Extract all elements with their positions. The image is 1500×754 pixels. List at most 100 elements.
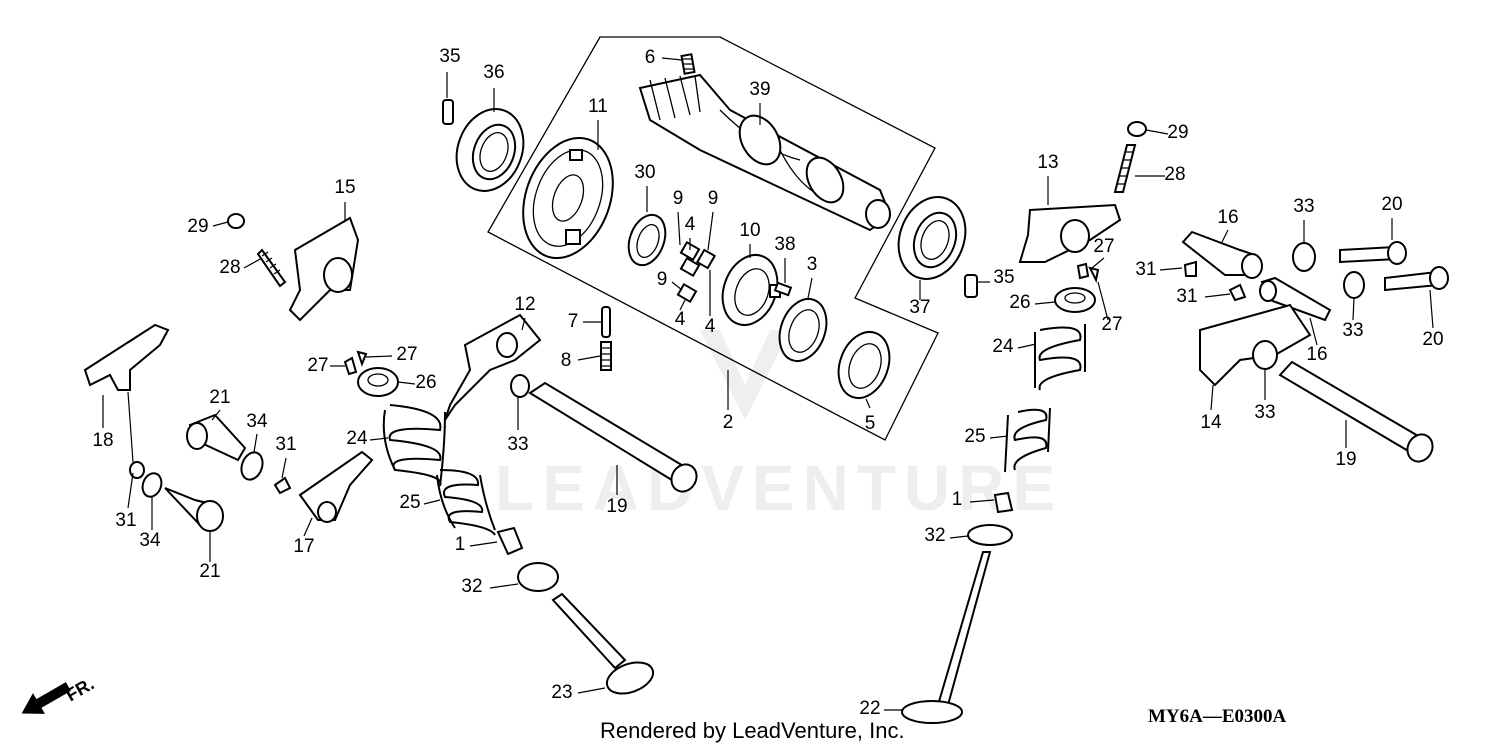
callout-leader-line <box>989 435 1009 439</box>
callout-label[interactable]: 36 <box>483 62 504 83</box>
rocker-arm-16-upper <box>1181 230 1263 279</box>
callout-leader-line <box>469 541 498 547</box>
callout-label[interactable]: 9 <box>708 188 719 209</box>
callout-label[interactable]: 35 <box>439 46 460 67</box>
callout-label[interactable]: 17 <box>293 536 314 557</box>
cam-sprocket-11 <box>522 136 614 260</box>
callout-label[interactable]: 23 <box>551 682 572 703</box>
callout-leader-line <box>865 398 871 409</box>
callout-label[interactable]: 28 <box>219 257 240 278</box>
callout-label[interactable]: 33 <box>1293 196 1314 217</box>
callout-label[interactable]: 31 <box>1135 259 1156 280</box>
callout-label[interactable]: 1 <box>455 534 466 555</box>
callout-label[interactable]: 26 <box>1009 292 1030 313</box>
springs-4-9 <box>676 240 717 304</box>
spring-8 <box>600 341 612 371</box>
callout-leader-line <box>949 535 969 539</box>
callout-label[interactable]: 30 <box>634 162 655 183</box>
callout-label[interactable]: 16 <box>1306 344 1327 365</box>
nut-29-right <box>1127 121 1147 137</box>
rocker-arm-18 <box>83 323 170 391</box>
callout-label[interactable]: 31 <box>275 434 296 455</box>
callout-label[interactable]: 12 <box>514 294 535 315</box>
callout-label[interactable]: 6 <box>645 47 656 68</box>
callout-leader-line <box>1017 343 1037 349</box>
callout-label[interactable]: 1 <box>952 489 963 510</box>
callout-label[interactable]: 19 <box>606 496 627 517</box>
callout-leader-line <box>1145 129 1169 135</box>
callout-label[interactable]: 18 <box>92 430 113 451</box>
callout-label[interactable]: 8 <box>561 350 572 371</box>
callout-label[interactable]: 27 <box>1101 314 1122 335</box>
callout-label[interactable]: 25 <box>399 492 420 513</box>
callout-label[interactable]: 28 <box>1164 164 1185 185</box>
callout-label[interactable]: 4 <box>705 316 716 337</box>
callout-label[interactable]: 5 <box>865 413 876 434</box>
callout-label[interactable]: 14 <box>1200 412 1222 433</box>
callout-label[interactable]: 4 <box>675 309 686 330</box>
callout-label[interactable]: 33 <box>507 434 528 455</box>
valve-seal-1-right <box>993 491 1014 514</box>
callout-label[interactable]: 24 <box>346 428 368 449</box>
callout-label[interactable]: 9 <box>673 188 684 209</box>
camshaft <box>638 73 892 232</box>
callout-label[interactable]: 27 <box>396 344 417 365</box>
callout-label[interactable]: 27 <box>307 355 328 376</box>
callout-label[interactable]: 10 <box>739 220 760 241</box>
callout-label[interactable]: 21 <box>209 387 230 408</box>
callout-label[interactable]: 37 <box>909 297 930 318</box>
callout-label[interactable]: 35 <box>993 267 1014 288</box>
callout-label[interactable]: 26 <box>415 372 436 393</box>
callout-label[interactable]: 33 <box>1342 320 1363 341</box>
callout-label[interactable]: 16 <box>1217 207 1238 228</box>
callout-label[interactable]: 19 <box>1335 449 1356 470</box>
callout-leader-line <box>577 355 601 361</box>
callout-leader-line <box>1097 281 1109 321</box>
callout-label[interactable]: 27 <box>1093 236 1114 257</box>
callout-label[interactable]: 7 <box>568 311 579 332</box>
callout-label[interactable]: 11 <box>588 96 608 117</box>
callout-label[interactable]: 22 <box>859 698 880 719</box>
callout-leader-line <box>365 355 393 358</box>
diagram-code: MY6A—E0300A <box>1148 706 1287 727</box>
callout-leader-line <box>1352 297 1355 321</box>
callout-label[interactable]: 34 <box>139 530 161 551</box>
callout-label[interactable]: 31 <box>1176 286 1197 307</box>
callout-leader-line <box>303 517 313 537</box>
callout-label[interactable]: 20 <box>1381 194 1402 215</box>
callout-label[interactable]: 29 <box>187 216 208 237</box>
callout-leader-line <box>423 499 441 505</box>
callout-label[interactable]: 2 <box>723 412 734 433</box>
callout-label[interactable]: 31 <box>115 510 136 531</box>
callout-leader-line <box>1091 257 1105 269</box>
pin-6 <box>680 53 696 75</box>
pin-38 <box>773 281 793 297</box>
callout-label[interactable]: 20 <box>1422 329 1443 350</box>
callout-label[interactable]: 32 <box>461 576 482 597</box>
callout-leader-line <box>489 583 519 589</box>
callout-label[interactable]: 4 <box>685 214 696 235</box>
rocker-shaft-19-right <box>1278 360 1434 463</box>
callout-leader-line <box>397 381 416 385</box>
callout-label[interactable]: 9 <box>657 269 668 290</box>
callout-label[interactable]: 33 <box>1254 402 1275 423</box>
callout-label[interactable]: 32 <box>924 525 945 546</box>
callout-label[interactable]: 24 <box>992 336 1014 357</box>
callout-label[interactable]: 29 <box>1167 122 1188 143</box>
callout-leader-line <box>1034 301 1056 305</box>
callout-label[interactable]: 25 <box>964 426 985 447</box>
rocker-arm-15 <box>288 216 360 322</box>
callout-label[interactable]: 21 <box>199 561 220 582</box>
valve-spring-24-right <box>1034 324 1086 391</box>
callout-label[interactable]: 15 <box>334 177 355 198</box>
callout-label[interactable]: 39 <box>749 79 770 100</box>
callout-label[interactable]: 3 <box>807 254 818 275</box>
bearing-37 <box>897 196 967 280</box>
valve-spring-25-center <box>436 469 496 536</box>
callout-label[interactable]: 13 <box>1037 152 1058 173</box>
callout-leader-line <box>1159 267 1183 271</box>
callout-label[interactable]: 38 <box>774 234 795 255</box>
rocker-shaft-20-lower <box>1384 266 1449 292</box>
callout-label[interactable]: 34 <box>246 411 268 432</box>
